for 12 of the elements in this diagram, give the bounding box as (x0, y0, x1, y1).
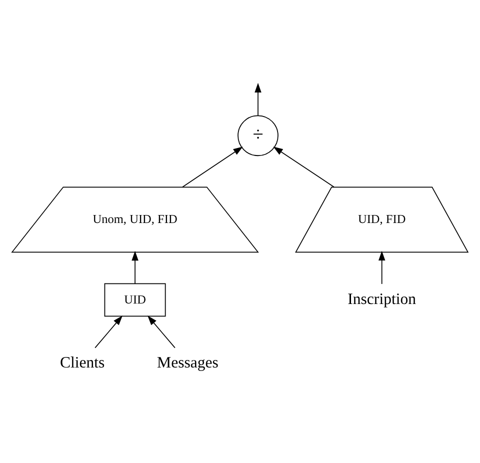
arrow (148, 316, 176, 348)
arrow (378, 250, 386, 284)
arrow (254, 82, 262, 116)
node-circle: ÷ (238, 115, 278, 156)
arrow (94, 316, 123, 348)
node-text: Inscription (348, 290, 416, 308)
arrow (182, 146, 243, 188)
arrow (132, 250, 138, 284)
node-text: Clients (60, 354, 105, 372)
arrow (273, 146, 334, 188)
node-box: UID (104, 283, 166, 317)
node-text: Messages (157, 354, 218, 372)
